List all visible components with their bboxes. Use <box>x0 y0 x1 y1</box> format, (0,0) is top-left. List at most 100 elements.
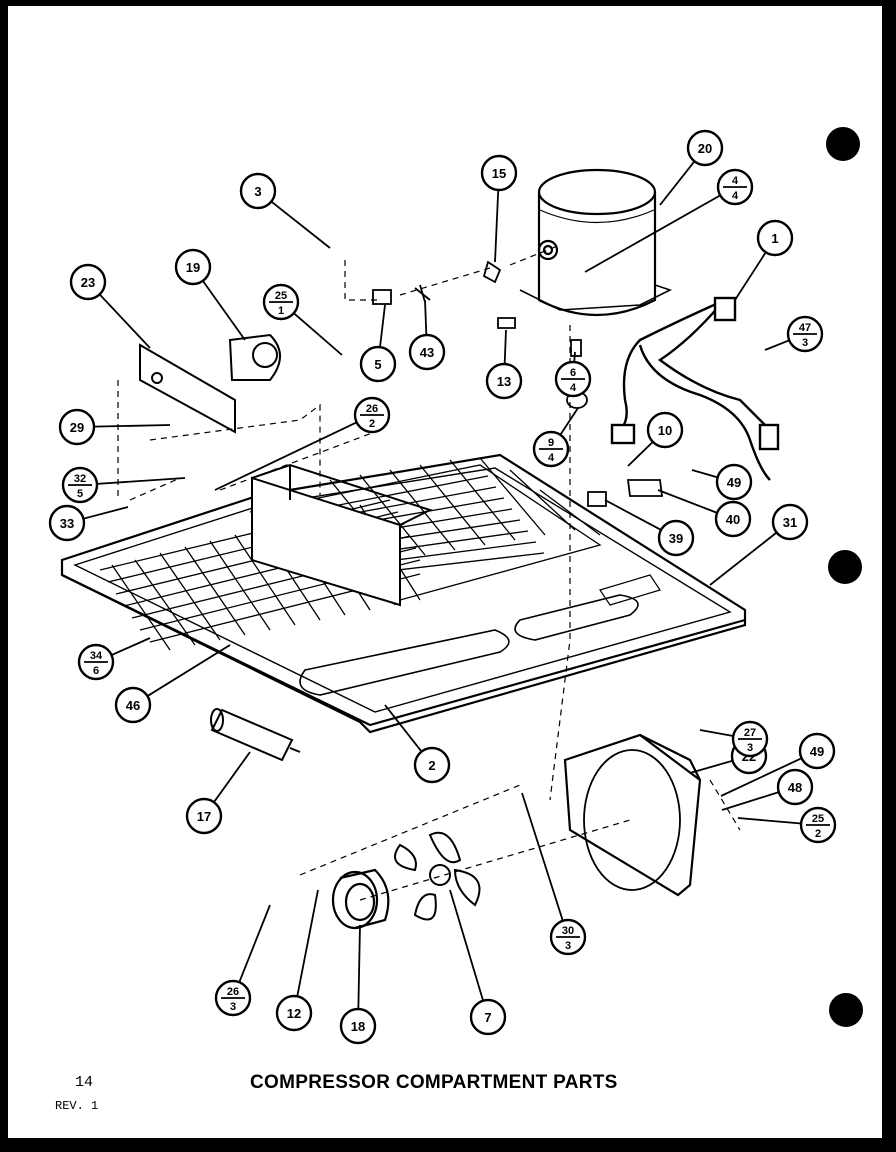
callout-39: 39 <box>657 519 695 557</box>
callout-33: 33 <box>48 504 86 542</box>
callout-quantity: 3 <box>802 337 808 349</box>
callout-number: 25 <box>812 813 824 825</box>
fan-motor <box>331 868 390 930</box>
leader-line <box>691 469 718 479</box>
leader-line <box>584 194 721 273</box>
callout-number: 29 <box>70 420 84 435</box>
callout-30-3: 303 <box>549 918 587 956</box>
leader-line <box>573 351 576 363</box>
callout-5: 5 <box>359 345 397 383</box>
leader-line <box>559 407 579 436</box>
callout-number: 32 <box>74 473 86 485</box>
callout-number: 25 <box>275 290 287 302</box>
callout-number: 34 <box>90 650 103 662</box>
callout-18: 18 <box>339 1007 377 1045</box>
leader-line <box>379 304 386 348</box>
callout-quantity: 5 <box>77 488 83 500</box>
callout-number: 49 <box>810 744 824 759</box>
callout-quantity: 6 <box>93 665 99 677</box>
thermostat-bracket <box>139 333 281 434</box>
leader-line <box>764 339 790 351</box>
callout-quantity: 4 <box>548 452 555 464</box>
callout-49: 49 <box>715 463 753 501</box>
leader-line <box>503 329 507 365</box>
callout-number: 1 <box>771 231 778 246</box>
drier-cylinder <box>210 708 301 762</box>
punch-hole-3 <box>829 993 863 1027</box>
leader-line <box>270 200 331 249</box>
callout-quantity: 3 <box>565 940 571 952</box>
callout-20: 20 <box>686 129 724 167</box>
callout-23: 23 <box>69 263 107 301</box>
callout-number: 19 <box>186 260 200 275</box>
leader-line <box>93 424 171 428</box>
callout-quantity: 4 <box>570 382 577 394</box>
callout-46: 46 <box>114 686 152 724</box>
callout-number: 46 <box>126 698 140 713</box>
callout-number: 13 <box>497 374 511 389</box>
leader-line <box>734 251 767 301</box>
callout-number: 43 <box>420 345 434 360</box>
leader-line <box>96 477 186 485</box>
leader-line <box>699 729 734 737</box>
callout-number: 18 <box>351 1019 365 1034</box>
callout-number: 12 <box>287 1006 301 1021</box>
callout-31: 31 <box>771 503 809 541</box>
callout-number: 31 <box>783 515 797 530</box>
leader-line <box>737 817 802 825</box>
leader-line <box>202 280 246 341</box>
leader-line <box>111 637 151 656</box>
callout-number: 40 <box>726 512 740 527</box>
leader-line <box>83 506 129 520</box>
callout-number: 6 <box>570 367 576 379</box>
callout-number: 7 <box>484 1010 491 1025</box>
fan-shroud <box>563 733 702 897</box>
callout-number: 20 <box>698 141 712 156</box>
callout-2: 2 <box>413 746 451 784</box>
leader-line <box>689 759 733 774</box>
leader-line <box>659 160 696 206</box>
callout-9-4: 94 <box>532 430 570 468</box>
callout-number: 2 <box>428 758 435 773</box>
callout-number: 17 <box>197 809 211 824</box>
callout-number: 5 <box>374 357 381 372</box>
callout-19: 19 <box>174 248 212 286</box>
callout-1: 1 <box>756 219 794 257</box>
wire-harness <box>610 296 780 481</box>
page-number: 14 <box>75 1074 94 1091</box>
exploded-parts-diagram: 1234456479410121315171819202223251252262… <box>48 127 863 1045</box>
callout-quantity: 4 <box>732 190 739 202</box>
callout-number: 33 <box>60 516 74 531</box>
callout-26-2: 262 <box>353 396 391 434</box>
callout-12: 12 <box>275 994 313 1032</box>
callout-7: 7 <box>469 998 507 1036</box>
leader-line <box>424 299 428 336</box>
punch-hole-2 <box>828 550 862 584</box>
callout-40: 40 <box>714 500 752 538</box>
leader-line <box>449 889 484 1001</box>
callout-43: 43 <box>408 333 446 371</box>
callout-number: 26 <box>227 986 239 998</box>
callout-number: 47 <box>799 322 811 334</box>
callout-number: 39 <box>669 531 683 546</box>
leader-line <box>384 704 423 753</box>
leader-line <box>238 904 271 983</box>
leader-line <box>720 757 802 797</box>
callout-15: 15 <box>480 154 518 192</box>
leader-line <box>98 293 151 349</box>
callout-quantity: 3 <box>747 742 753 754</box>
callout-47-3: 473 <box>786 315 824 353</box>
punch-hole-1 <box>826 127 860 161</box>
callout-26-3: 263 <box>214 979 252 1017</box>
compressor <box>519 168 673 317</box>
callout-32-5: 325 <box>61 466 99 504</box>
callout-27-3: 273 <box>731 720 769 758</box>
callout-29: 29 <box>58 408 96 446</box>
callout-number: 4 <box>732 175 739 187</box>
leader-line <box>709 531 778 586</box>
leader-line <box>657 489 718 514</box>
fan-blade <box>394 831 481 921</box>
leader-line <box>296 889 319 997</box>
leader-line <box>146 644 231 697</box>
leader-line <box>721 791 780 811</box>
